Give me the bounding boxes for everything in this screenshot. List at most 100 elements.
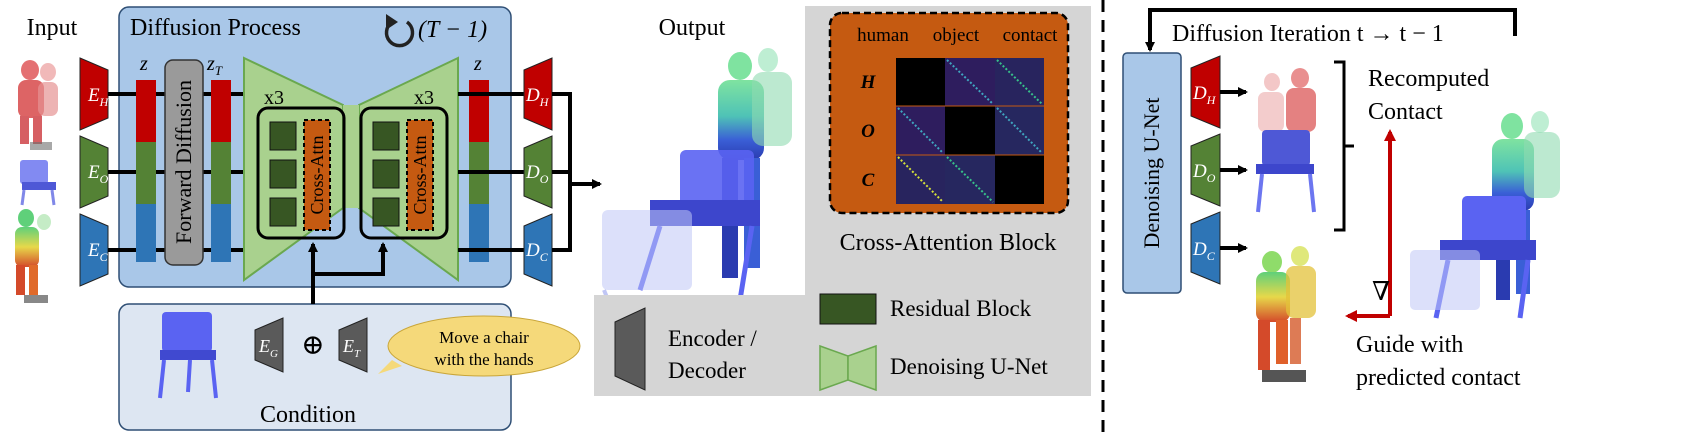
residual-block bbox=[269, 159, 297, 189]
encoder-et: ET bbox=[338, 317, 368, 373]
forward-diffusion-box bbox=[164, 59, 204, 266]
svg-text:DH: DH bbox=[525, 85, 550, 109]
encoder-ec: EC bbox=[79, 213, 109, 287]
right-decoder-dc: DC bbox=[1190, 211, 1221, 285]
encoder-eo: EO bbox=[79, 135, 109, 209]
condition-arrow-right bbox=[313, 242, 388, 276]
encoder-eh-label: E bbox=[87, 85, 100, 106]
guide-label-line2: predicted contact bbox=[1356, 365, 1521, 391]
condition-chair-figure bbox=[158, 312, 218, 399]
decoder-do-sub: O bbox=[540, 172, 549, 186]
encoder-ec-label: E bbox=[87, 240, 100, 261]
encoder-decoder-legend-icon bbox=[614, 307, 646, 391]
right-decoder-do-sub: O bbox=[1207, 171, 1216, 185]
residual-block bbox=[269, 197, 297, 227]
decoder-do-label: D bbox=[525, 162, 540, 183]
recomputed-label-line2: Contact bbox=[1368, 99, 1443, 125]
decoder-dh-label: D bbox=[525, 85, 540, 106]
cross-attn-label-right: Cross-Attn bbox=[410, 135, 430, 214]
svg-text:EH: EH bbox=[87, 85, 110, 109]
svg-text:DC: DC bbox=[525, 240, 549, 264]
svg-text:zT: zT bbox=[206, 53, 223, 78]
unet-bottleneck bbox=[343, 105, 359, 208]
residual-block bbox=[372, 159, 400, 189]
decoder-do: DO bbox=[523, 135, 553, 209]
residual-block bbox=[372, 121, 400, 151]
right-decoder-dc-sub: C bbox=[1207, 249, 1216, 263]
attention-matrix bbox=[896, 58, 1044, 204]
final-output-figure bbox=[1410, 111, 1560, 319]
svg-text:EO: EO bbox=[87, 162, 109, 186]
x3-right-label: x3 bbox=[414, 87, 434, 109]
latent-zt bbox=[211, 80, 231, 262]
guided-contact-figure bbox=[1256, 246, 1316, 382]
loop-count-label: (T − 1) bbox=[418, 17, 487, 43]
right-decoder-dh-sub: H bbox=[1206, 93, 1217, 107]
cross-attention-block-label: Cross-Attention Block bbox=[840, 230, 1057, 256]
encoder-eo-label: E bbox=[87, 162, 100, 183]
loop-icon bbox=[384, 14, 415, 48]
iteration-loop-line bbox=[1148, 8, 1517, 48]
svg-text:DO: DO bbox=[525, 162, 549, 186]
encoder-et-sub: T bbox=[354, 348, 361, 360]
encoder-eg: EG bbox=[254, 317, 284, 373]
residual-block bbox=[269, 121, 297, 151]
encoder-et-label: E bbox=[342, 336, 354, 356]
svg-text:EG: EG bbox=[258, 336, 278, 360]
legend-encoder-decoder-line1: Encoder / bbox=[668, 326, 757, 351]
unet-legend-icon bbox=[819, 344, 877, 392]
gradient-nabla: ∇ bbox=[1372, 277, 1390, 306]
cross-attn-block-left bbox=[303, 119, 331, 231]
z-label-left: z bbox=[139, 53, 148, 75]
recomputed-figure bbox=[1256, 68, 1316, 213]
right-decoder-do: DO bbox=[1190, 133, 1221, 207]
input-contact-figure bbox=[15, 209, 51, 303]
prompt-line1: Move a chair bbox=[439, 328, 529, 347]
forward-diffusion-label: Forward Diffusion bbox=[171, 80, 196, 244]
legend-denoising-unet: Denoising U-Net bbox=[890, 354, 1048, 379]
matrix-row-c: C bbox=[862, 170, 875, 191]
diffusion-process-title: Diffusion Process bbox=[130, 15, 301, 41]
right-decoder-dh-label: D bbox=[1192, 83, 1207, 104]
encoder-eg-label: E bbox=[258, 336, 270, 356]
recomputed-label-line1: Recomputed bbox=[1368, 66, 1489, 92]
residual-group-right bbox=[359, 106, 449, 240]
recomputed-bracket bbox=[1334, 60, 1354, 232]
right-decoder-do-label: D bbox=[1192, 161, 1207, 182]
matrix-header-contact: contact bbox=[1003, 25, 1059, 46]
prompt-line2: with the hands bbox=[434, 350, 533, 369]
matrix-header-object: object bbox=[933, 25, 980, 46]
oplus-symbol: ⊕ bbox=[301, 330, 324, 361]
matrix-row-h: H bbox=[860, 72, 877, 93]
svg-text:DO: DO bbox=[1192, 161, 1216, 185]
input-human-figure bbox=[18, 60, 58, 150]
svg-text:DC: DC bbox=[1192, 239, 1216, 263]
x3-left-label: x3 bbox=[264, 87, 284, 109]
decoder-dc: DC bbox=[523, 213, 553, 287]
zt-label: z bbox=[206, 53, 215, 75]
decoder-dc-label: D bbox=[525, 240, 540, 261]
latent-z-left bbox=[136, 80, 156, 262]
svg-text:EC: EC bbox=[87, 240, 109, 264]
right-decoder-dh: DH bbox=[1190, 55, 1221, 129]
svg-text:ET: ET bbox=[342, 336, 361, 360]
residual-block-legend-icon bbox=[819, 293, 877, 325]
denoising-unet-box bbox=[1122, 52, 1182, 294]
residual-block bbox=[372, 197, 400, 227]
encoder-eh-sub: H bbox=[99, 95, 110, 109]
text-prompt-bubble: Move a chair with the hands bbox=[378, 315, 581, 377]
right-decoder-dc-label: D bbox=[1192, 239, 1207, 260]
output-figure bbox=[602, 48, 792, 311]
cross-attn-label-left: Cross-Attn bbox=[307, 135, 327, 214]
encoder-eh: EH bbox=[79, 57, 110, 131]
z-label-right: z bbox=[473, 53, 482, 75]
matrix-row-o: O bbox=[861, 121, 875, 142]
svg-text:DH: DH bbox=[1192, 83, 1217, 107]
denoising-unet-label: Denoising U-Net bbox=[1139, 98, 1164, 249]
zt-sub: T bbox=[215, 63, 223, 78]
cross-attn-block-right bbox=[406, 119, 434, 231]
condition-label: Condition bbox=[260, 402, 356, 428]
decoder-dc-sub: C bbox=[540, 250, 549, 264]
